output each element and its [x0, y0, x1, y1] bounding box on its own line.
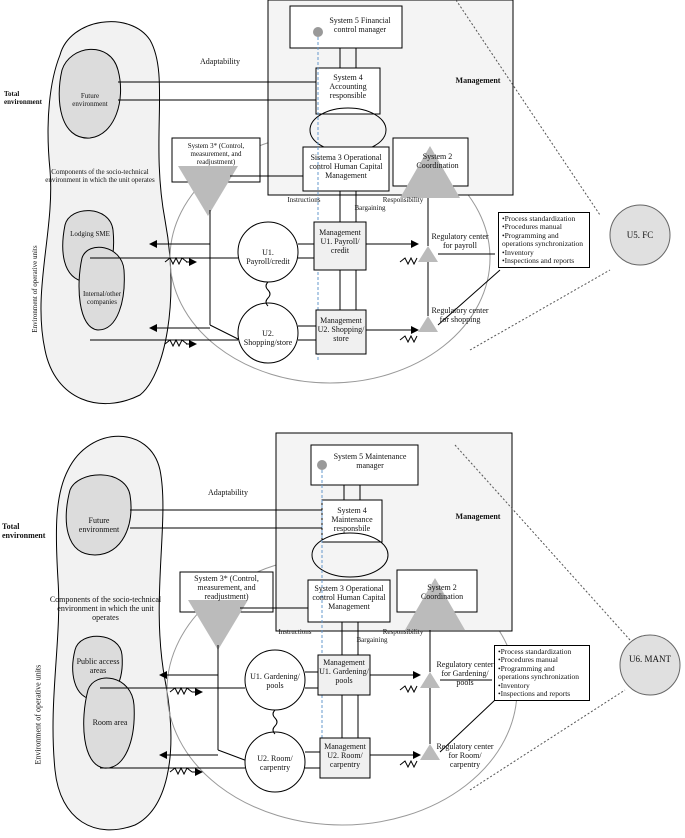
bottom-list-item: •Programming and operations synchronizat…: [498, 663, 580, 682]
top-total-environment: Total environment: [4, 90, 42, 107]
bottom-system3star: System 3* (Control, measurement, and rea…: [194, 574, 259, 602]
top-lodging: Lodging SME: [70, 230, 110, 238]
bottom-mgmt2-box: [319, 737, 371, 779]
top-list-item: •Inspections and reports: [502, 255, 575, 265]
top-u2-label: U2. Shopping/store: [243, 329, 293, 348]
bottom-future-env-blob: [65, 474, 132, 556]
top-mgmt2-label: Management U2. Shopping/ store: [317, 316, 365, 344]
top-internal: Internal/other companies: [82, 290, 122, 307]
bottom-reg2-triangle: [420, 744, 440, 760]
top-reg2-triangle: [418, 316, 438, 332]
top-system3star-triangle: [178, 166, 238, 216]
bottom-system5: System 5 Maintenance manager: [333, 452, 407, 471]
top-system3: Sistema 3 Operational control Human Capi…: [309, 153, 383, 181]
bottom-total-environment: Total environment: [2, 522, 46, 541]
top-env-units: Environment of operative units: [30, 245, 39, 333]
bottom-bargaining: Bargaining: [356, 636, 388, 644]
bottom-process-list: •Process standardization •Procedures man…: [494, 645, 590, 702]
top-system5-dot: [313, 27, 323, 37]
bottom-room-blob: [83, 677, 135, 769]
top-mgmt1-box: [313, 221, 367, 271]
top-system3star: System 3* (Control, measurement, and rea…: [187, 142, 245, 167]
bottom-list-item: •Procedures manual: [498, 655, 558, 665]
bottom-system2-triangle: [405, 578, 465, 630]
bottom-list-item: •Process standardization: [498, 647, 572, 656]
top-mgmt1-label: Management U1. Payroll/ credit: [319, 228, 361, 256]
bottom-instructions: Instructions: [278, 628, 312, 636]
top-system2: System 2 Coordination: [416, 152, 459, 171]
bottom-list-item: •Inspections and reports: [498, 688, 571, 698]
top-system4: System 4 Accounting responsible: [329, 73, 367, 101]
top-system5: System 5 Financial control manager: [329, 16, 391, 35]
bottom-system4-box: [321, 499, 383, 543]
top-adaptability: Adaptability: [200, 57, 240, 66]
top-process-list: •Process standardization •Procedures man…: [498, 212, 590, 269]
top-system3-box: [302, 146, 390, 192]
top-management: Management: [455, 76, 501, 85]
top-list-item: •Inventory: [502, 247, 534, 257]
bottom-unit-circle: [619, 634, 681, 696]
top-mgmt2-box: [315, 309, 367, 355]
bottom-adaptability: Adaptability: [208, 488, 248, 497]
bottom-room: Room area: [92, 718, 128, 727]
top-unit-label: U5. FC: [626, 230, 654, 240]
bottom-u1-label: U1. Gardening/ pools: [250, 672, 300, 691]
bottom-responsibility: Responsibility: [382, 628, 424, 636]
bottom-mgmt1-box: [317, 654, 371, 696]
top-diagram: [40, 0, 671, 404]
top-list-item: •Procedures manual: [502, 222, 562, 232]
top-system5-box: [289, 5, 403, 49]
bottom-mgmt2-label: Management U2. Room/ carpentry: [324, 742, 366, 770]
bottom-system2: System 2 Coordination: [420, 583, 464, 602]
top-reg1-label: Regulatory center for payroll: [431, 232, 489, 251]
top-components: Components of the socio-technical enviro…: [45, 168, 155, 185]
top-future-environment: Future environment: [72, 92, 108, 109]
bottom-system4: System 4 Maintenance responsbile: [331, 506, 373, 534]
top-bargaining: Bargaining: [354, 204, 386, 212]
top-reg2-label: Regulatory center for shopping: [431, 306, 489, 325]
bottom-management: Management: [455, 512, 501, 521]
top-u1-label: U1. Payroll/credit: [246, 248, 290, 267]
bottom-env-units: Environment of operative units: [33, 664, 43, 765]
bottom-system3star-triangle: [188, 600, 248, 650]
bottom-components: Components of the socio-technical enviro…: [49, 595, 162, 623]
top-u2-circle: [237, 302, 299, 364]
bottom-u2-label: U2. Room/ carpentry: [257, 754, 293, 773]
bottom-reg1-label: Regulatory center for Gardening/ pools: [436, 660, 494, 688]
bottom-system4-loop: [311, 532, 389, 578]
bottom-system3: System 3 Operational control Human Capit…: [312, 584, 386, 612]
bottom-mgmt1-label: Management U1. Gardening/ pools: [319, 658, 369, 686]
bottom-system5-box: [310, 444, 419, 486]
bottom-list-item: •Inventory: [498, 680, 530, 690]
top-responsibility: Responsibility: [382, 196, 424, 204]
top-instructions: Instructions: [287, 196, 321, 204]
top-system2-triangle: [400, 146, 460, 198]
bottom-unit-label: U6. MANT: [629, 654, 671, 664]
top-unit-circle: [609, 204, 671, 266]
bottom-reg1-triangle: [420, 672, 440, 688]
top-system4-box: [315, 67, 381, 115]
bottom-future-environment: Future environment: [78, 516, 120, 535]
top-list-item: •Programming and operations synchronizat…: [502, 230, 584, 249]
top-reg1-triangle: [418, 246, 438, 262]
bottom-u2-circle: [244, 731, 306, 793]
bottom-diagram: [52, 432, 681, 831]
bottom-public: Public access areas: [76, 657, 120, 676]
top-future-env-blob: [58, 48, 122, 139]
bottom-reg2-label: Regulatory center for Room/ carpentry: [436, 742, 494, 770]
top-list-item: •Process standardization: [502, 214, 576, 223]
top-internal-blob: [78, 246, 125, 331]
bottom-system5-dot: [317, 460, 327, 470]
